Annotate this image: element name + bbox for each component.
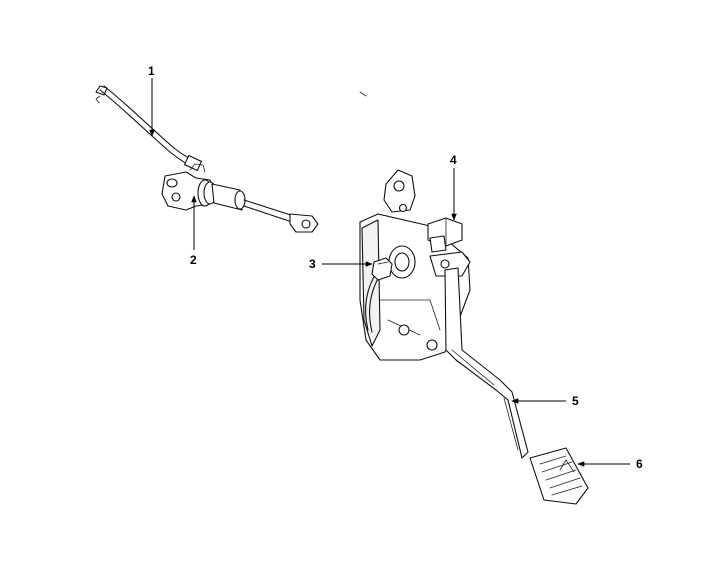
callout-3: 3 bbox=[309, 257, 373, 271]
clutch-tube-part bbox=[95, 85, 367, 172]
callout-label-3: 3 bbox=[309, 257, 316, 271]
callout-label-4: 4 bbox=[450, 153, 457, 167]
callout-label-2: 2 bbox=[190, 253, 197, 267]
connector-part-3 bbox=[371, 257, 393, 281]
clutch-master-cylinder-part bbox=[161, 163, 319, 233]
callout-6: 6 bbox=[577, 457, 643, 471]
callout-label-5: 5 bbox=[572, 394, 579, 408]
callout-label-1: 1 bbox=[148, 64, 155, 78]
callout-5: 5 bbox=[511, 394, 579, 408]
pedal-arm-part-5 bbox=[444, 267, 529, 459]
callout-4: 4 bbox=[450, 153, 457, 221]
callout-2: 2 bbox=[190, 195, 197, 267]
clutch-switch-part-4 bbox=[427, 217, 463, 253]
callout-1: 1 bbox=[148, 64, 155, 137]
callout-label-6: 6 bbox=[636, 457, 643, 471]
pedal-pad-part-6 bbox=[529, 447, 589, 505]
